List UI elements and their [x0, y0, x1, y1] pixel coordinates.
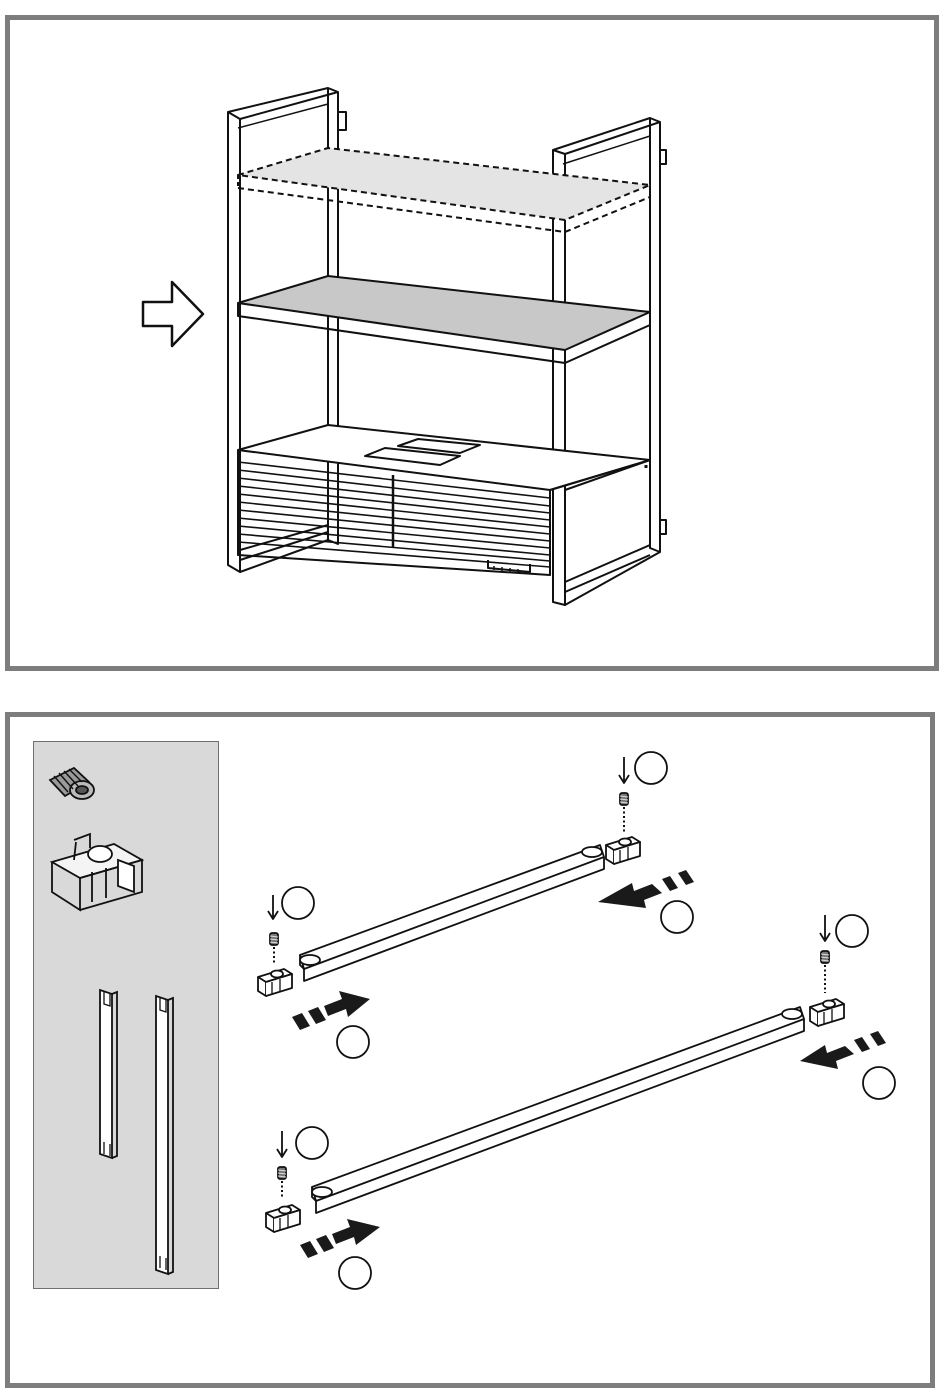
rail-assembly-panel: [5, 712, 935, 1388]
rail-clip-left-upper: [258, 969, 292, 996]
shelf-solid: [238, 276, 650, 363]
step-circle-icon: [635, 752, 667, 784]
push-arrow-icon: [292, 991, 370, 1030]
push-arrow-icon: [598, 870, 694, 908]
screw-insert-icon: [270, 933, 278, 945]
step-circle-icon: [282, 887, 314, 919]
shelf-position-panel: [5, 15, 939, 671]
step-circle-icon: [337, 1026, 369, 1058]
slatted-cabinet: [238, 425, 650, 575]
push-arrow-icon: [300, 1219, 380, 1258]
step-circle-icon: [836, 915, 868, 947]
screw-insert-icon: [278, 1167, 286, 1179]
parts-tray: [33, 741, 219, 1289]
hollow-right-arrow-icon: [143, 282, 203, 346]
step-circle-icon: [339, 1257, 371, 1289]
parts-list: [34, 742, 220, 1290]
step-circle-icon: [661, 901, 693, 933]
shelf-unit-illustration: [10, 20, 934, 666]
push-arrow-icon: [800, 1031, 886, 1069]
rail-clip-left-lower: [266, 1205, 300, 1232]
screw-insert-icon: [50, 768, 94, 799]
step-circle-icon: [863, 1067, 895, 1099]
short-rail-icon: [100, 990, 117, 1158]
rail-clip-icon: [52, 834, 142, 910]
short-rail: [300, 845, 604, 981]
step-circle-icon: [296, 1127, 328, 1159]
down-arrow-icon: [619, 757, 629, 783]
down-arrow-icon: [277, 1131, 287, 1157]
down-arrow-icon: [268, 895, 278, 919]
long-rail-icon: [156, 996, 173, 1274]
screw-insert-icon: [821, 951, 829, 963]
rail-clip-right-upper: [606, 837, 640, 864]
screw-insert-icon: [620, 793, 628, 805]
long-rail: [312, 1007, 804, 1213]
down-arrow-icon: [820, 915, 830, 941]
shelf-dashed: [238, 148, 650, 232]
rail-clip-right-lower: [810, 999, 844, 1026]
